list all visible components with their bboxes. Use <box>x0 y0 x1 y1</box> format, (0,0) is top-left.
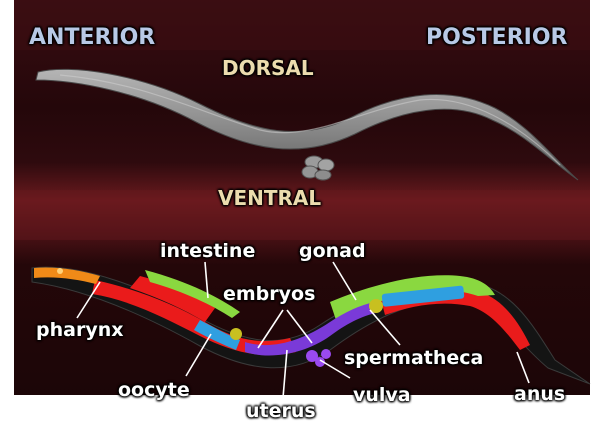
spermatheca-label: spermatheca <box>344 349 483 368</box>
vulva-lobe <box>321 349 331 359</box>
uterus-label: uterus <box>246 402 316 421</box>
dorsal-label: DORSAL <box>222 58 314 78</box>
spermatheca-anterior <box>230 328 242 340</box>
vulva-label: vulva <box>353 386 411 405</box>
anterior-label: ANTERIOR <box>29 27 155 49</box>
left-margin <box>0 0 14 427</box>
egg-2 <box>318 159 334 171</box>
pharynx-label: pharynx <box>36 321 124 340</box>
embryos-label: embryos <box>223 285 315 304</box>
oocyte-label: oocyte <box>118 381 190 400</box>
egg-4 <box>315 170 331 180</box>
ventral-label: VENTRAL <box>218 188 321 208</box>
right-margin <box>590 0 603 427</box>
intestine-label: intestine <box>160 242 255 261</box>
posterior-label: POSTERIOR <box>426 27 567 49</box>
pharynx-bulb <box>57 268 63 274</box>
anus-label: anus <box>514 385 565 404</box>
gonad-label: gonad <box>299 242 366 261</box>
